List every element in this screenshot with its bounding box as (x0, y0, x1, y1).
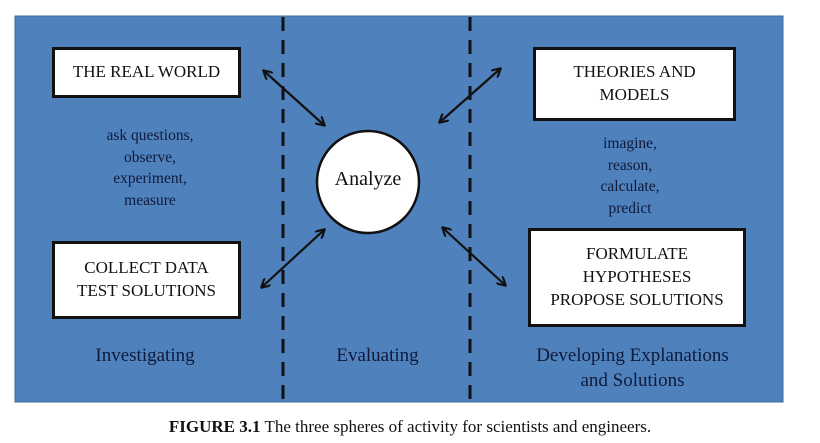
box-text: FORMULATE (585, 244, 688, 264)
note-line: observe, (123, 148, 177, 166)
analyze-circle (315, 129, 421, 235)
box-text: HYPOTHESES (582, 267, 692, 287)
note-line: imagine, (603, 135, 657, 152)
note-line: calculate, (600, 178, 660, 196)
box-formulate: FORMULATE HYPOTHESES PROPOSE SOLUTIONS (528, 228, 746, 327)
note-line: reason, (607, 156, 653, 174)
label-line: Developing Explanations (536, 345, 729, 366)
sphere-investigating: Investigating (95, 345, 195, 366)
box-text: TEST SOLUTIONS (77, 281, 216, 300)
sphere-developing: Developing Explanations and Solutions (495, 344, 770, 393)
box-real-world: THE REAL WORLD (52, 47, 241, 98)
note-line: ask questions, (106, 127, 194, 144)
figure-caption: FIGURE 3.1 The three spheres of activity… (0, 417, 820, 437)
arrow-theories (440, 69, 500, 122)
note-line: predict (608, 200, 652, 218)
note-line: measure (124, 192, 176, 210)
caption-label: FIGURE 3.1 (168, 417, 261, 436)
analyze-label: Analyze (334, 168, 402, 190)
box-text: MODELS (599, 85, 670, 104)
box-text: THE REAL WORLD (72, 62, 221, 82)
box-text: PROPOSE SOLUTIONS (550, 289, 724, 309)
caption-text: The three spheres of activity for scient… (260, 417, 652, 436)
box-theories-models: THEORIES AND MODELS (533, 47, 736, 121)
box-text: THEORIES AND (573, 62, 696, 82)
arrow-formulate (443, 228, 505, 285)
box-collect-data: COLLECT DATA TEST SOLUTIONS (52, 241, 241, 319)
note-line: experiment, (113, 170, 187, 188)
box-text: COLLECT DATA (84, 258, 209, 278)
arrow-real-world (264, 71, 324, 125)
left-activities: ask questions, observe, experiment, meas… (60, 125, 240, 212)
right-activities: imagine, reason, calculate, predict (540, 133, 720, 220)
arrow-collect (262, 230, 324, 287)
label-line: and Solutions (580, 369, 685, 391)
sphere-evaluating: Evaluating (336, 345, 419, 366)
